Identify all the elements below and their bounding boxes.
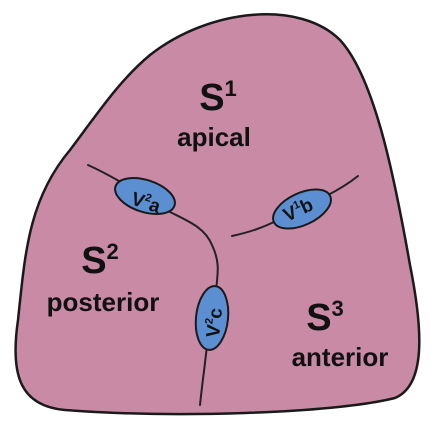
s2-name: posterior xyxy=(47,287,160,317)
s3-name: anterior xyxy=(292,342,389,372)
s1-name: apical xyxy=(177,122,251,152)
